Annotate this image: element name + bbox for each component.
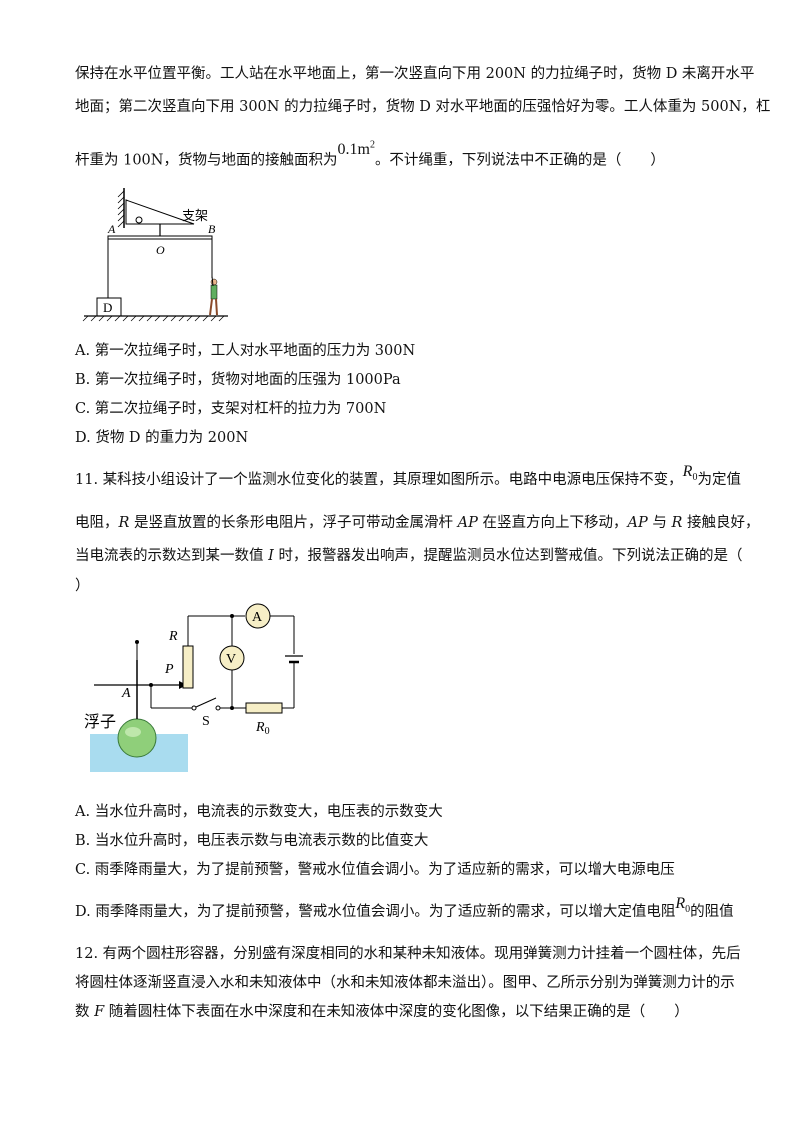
float-label: 浮子 [84, 713, 116, 731]
q11-text-line-4: ） [75, 578, 90, 594]
resistor-r0-label: R0 [255, 720, 270, 737]
bracket-label: 支架 [182, 208, 208, 223]
point-a-label: A [121, 686, 131, 701]
lever-figure: 支架 A O B D [82, 188, 228, 322]
q10-text-line-2: 地面；第二次竖直向下用 300N 的力拉绳子时，货物 D 对水平地面的压强恰好为… [75, 99, 771, 115]
q11-text-line-2: 电阻，R 是竖直放置的长条形电阻片，浮子可带动金属滑杆 AP 在竖直方向上下移动… [75, 515, 760, 531]
point-b-label: B [208, 222, 216, 236]
resistor-r-label: R [168, 629, 178, 644]
worker-icon [209, 275, 218, 316]
q12-text-line-2: 将圆柱体逐渐竖直浸入水和未知液体中（水和未知液体都未溢出）。图甲、乙所示分别为弹… [75, 975, 735, 991]
q10-option-c: C. 第二次拉绳子时，支架对杠杆的拉力为 700N [75, 401, 387, 417]
switch-s-label: S [202, 714, 210, 729]
q10-text-line-1: 保持在水平位置平衡。工人站在水平地面上，第一次竖直向下用 200N 的力拉绳子时… [75, 66, 755, 82]
q11-option-d: D. 雨季降雨量大，为了提前预警，警戒水位值会调小。为了适应新的需求，可以增大定… [75, 895, 734, 920]
q11-text-line-3: 当电流表的示数达到某一数值 I 时，报警器发出响声，提醒监测员水位达到警戒值。下… [75, 548, 743, 564]
circuit-figure: 浮子 A P R A V S R0 [84, 603, 303, 772]
q10-text-line-3: 杆重为 100N，货物与地面的接触面积为0.1m2。不计绳重，下列说法中不正确的… [75, 140, 665, 169]
q12-text-line-1: 12. 有两个圆柱形容器，分别盛有深度相同的水和某种未知液体。现用弹簧测力计挂着… [75, 946, 741, 962]
ammeter-label: A [252, 610, 263, 625]
q12-text-line-3: 数 F 随着圆柱体下表面在水中深度和在未知液体中深度的变化图像，以下结果正确的是… [75, 1004, 689, 1020]
q10-option-a: A. 第一次拉绳子时，工人对水平地面的压力为 300N [75, 343, 416, 359]
q11-option-c: C. 雨季降雨量大，为了提前预警，警戒水位值会调小。为了适应新的需求，可以增大电… [75, 862, 675, 878]
q10-option-b: B. 第一次拉绳子时，货物对地面的压强为 1000Pa [75, 372, 401, 388]
q11-text-line-1: 11. 某科技小组设计了一个监测水位变化的装置，其原理如图所示。电路中电源电压保… [75, 463, 741, 488]
voltmeter-label: V [226, 652, 236, 667]
slider-p-label: P [164, 662, 174, 677]
q10-option-d: D. 货物 D 的重力为 200N [75, 430, 249, 446]
q11-option-a: A. 当水位升高时，电流表的示数变大，电压表的示数变大 [75, 804, 443, 820]
point-o-label: O [156, 243, 165, 257]
r0-symbol: R0 [682, 463, 698, 484]
box-d-label: D [103, 300, 112, 315]
r0-symbol-option-d: R0 [675, 895, 691, 916]
q11-option-b: B. 当水位升高时，电压表示数与电流表示数的比值变大 [75, 833, 429, 849]
point-a-label: A [107, 222, 116, 236]
contact-area-value: 0.1m2 [337, 140, 375, 159]
